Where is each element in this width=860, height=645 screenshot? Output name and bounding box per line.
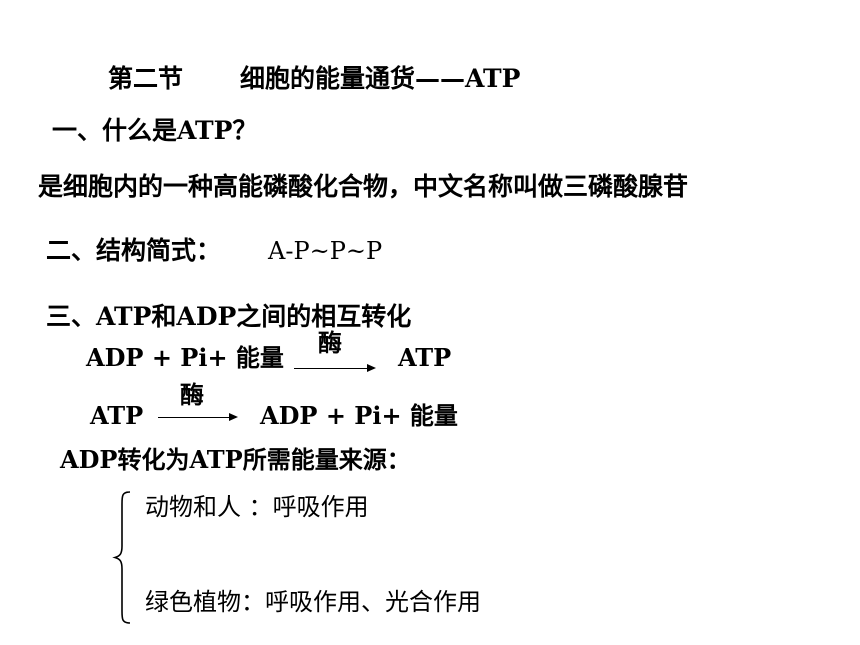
reaction-2-reactant: ATP <box>90 401 144 430</box>
reaction-1-product: ATP <box>398 343 452 372</box>
energy-source-heading: ADP转化为ATP所需能量来源： <box>60 445 411 474</box>
structure-formula: A-P~P~P <box>268 237 383 265</box>
page-title: 细胞的能量通货——ATP <box>240 64 521 93</box>
reaction-1-enzyme: 酶 <box>318 328 342 357</box>
section-number: 第二节 <box>108 64 184 93</box>
reaction-2-enzyme: 酶 <box>180 380 204 409</box>
energy-source-animals: 动物和人 ：呼吸作用 <box>145 493 369 521</box>
reaction-2-arrow-icon <box>158 413 238 421</box>
reaction-2-products: ADP + Pi+ 能量 <box>260 401 458 430</box>
reaction-1-arrow-icon <box>294 364 376 372</box>
curly-brace-icon <box>112 491 131 624</box>
section-1-heading: 一、什么是ATP？ <box>52 116 258 145</box>
energy-source-plants: 绿色植物：呼吸作用、光合作用 <box>145 588 481 616</box>
reaction-1-reactants: ADP + Pi+ 能量 <box>86 343 284 372</box>
section-2-heading: 二、结构简式： <box>46 236 222 265</box>
atp-definition: 是细胞内的一种高能磷酸化合物，中文名称叫做三磷酸腺苷 <box>38 172 689 201</box>
section-3-heading: 三、ATP和ADP之间的相互转化 <box>46 302 412 331</box>
